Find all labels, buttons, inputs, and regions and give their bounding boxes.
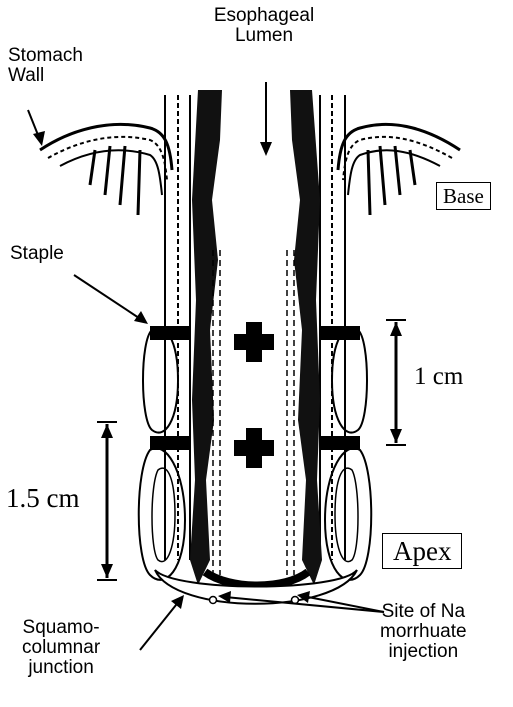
staple-upper-right [320, 326, 360, 340]
esophageal-wall-right [290, 90, 322, 585]
squamo-columnar-label: Squamo- columnar junction [22, 618, 100, 678]
dimension-1-5cm [97, 422, 117, 580]
apex-label: Apex [382, 533, 462, 569]
stomach-wall-left [40, 124, 172, 215]
injection-arrow-right [303, 596, 384, 612]
injection-site-label: Site of Na morrhuate injection [380, 602, 467, 662]
base-label: Base [436, 182, 491, 210]
staple-lower-right [320, 436, 360, 450]
lumen-dashed-lines [213, 250, 294, 575]
cross-mark-lower [234, 428, 274, 468]
injection-site-left [210, 597, 217, 604]
staple-upper-left [150, 326, 190, 340]
one-cm-label: 1 cm [414, 364, 463, 390]
esophageal-wall-left [190, 90, 222, 585]
staple-label: Staple [10, 244, 64, 264]
staple-lower-left [150, 436, 190, 450]
one-five-cm-label: 1.5 cm [6, 484, 80, 512]
staple-arrow [74, 275, 142, 320]
squamo-columnar-ring [155, 570, 357, 604]
esophageal-lumen-label: Esophageal Lumen [204, 6, 324, 46]
stomach-wall-label: Stomach Wall [8, 46, 83, 86]
dimension-1cm [386, 320, 406, 445]
cross-mark-upper [234, 322, 274, 362]
junction-arrow [140, 600, 180, 650]
